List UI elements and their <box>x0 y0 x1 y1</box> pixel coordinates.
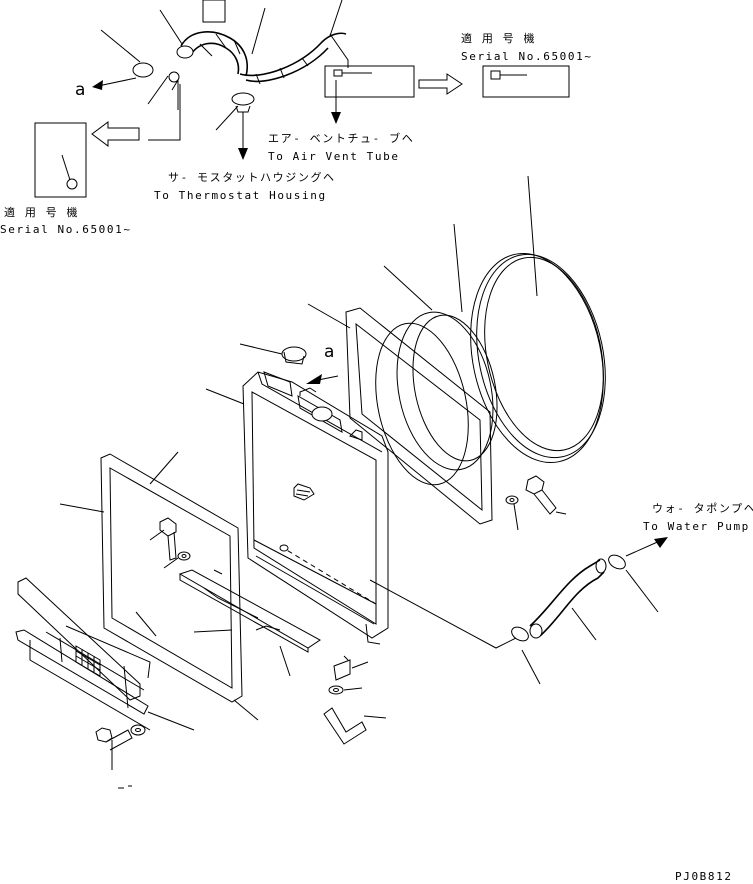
water-pump-label-en: To Water Pump <box>643 520 750 533</box>
water-hose <box>511 537 668 685</box>
drawing-code: PJ0B812 <box>675 870 733 883</box>
air-vent-label-en: To Air Vent Tube <box>268 150 400 163</box>
top-hose-assembly <box>92 0 349 131</box>
serial-label-jp-left: 適 用 号 機 <box>4 206 80 219</box>
fan-shroud-rings <box>383 175 606 471</box>
grille-bolt-washer <box>149 517 191 569</box>
lower-bracket-plate <box>178 569 321 677</box>
callout-a-mid: a <box>324 342 335 362</box>
right-inset-detail <box>324 65 570 98</box>
air-vent-label-jp: エア- ベントチュ- ブヘ <box>268 132 415 145</box>
fan-shroud-frame <box>307 303 493 525</box>
left-inset-detail <box>34 121 140 198</box>
radiator-core <box>205 343 521 649</box>
thermostat-label-en: To Thermostat Housing <box>154 189 327 202</box>
water-pump-label-jp: ウォ- タポンプヘ <box>652 502 753 515</box>
serial-label-jp-right: 適 用 号 機 <box>461 32 537 45</box>
thermostat-label-jp: サ- モスタットハウジングヘ <box>168 171 336 184</box>
callout-a-top: a <box>75 80 86 100</box>
bottom-bolt-washer <box>95 724 146 789</box>
front-grille-frame <box>59 451 259 721</box>
inset-reference-bracket <box>148 84 181 141</box>
serial-label-en-right: Serial No.65001~ <box>461 50 593 63</box>
guard-mesh-grid <box>75 645 101 677</box>
shroud-bolt-washer <box>505 475 567 531</box>
drain-cock-parts <box>323 655 387 745</box>
serial-label-en-left: Serial No.65001~ <box>0 223 132 236</box>
flow-arrows <box>238 80 341 160</box>
lower-guard <box>15 577 195 731</box>
